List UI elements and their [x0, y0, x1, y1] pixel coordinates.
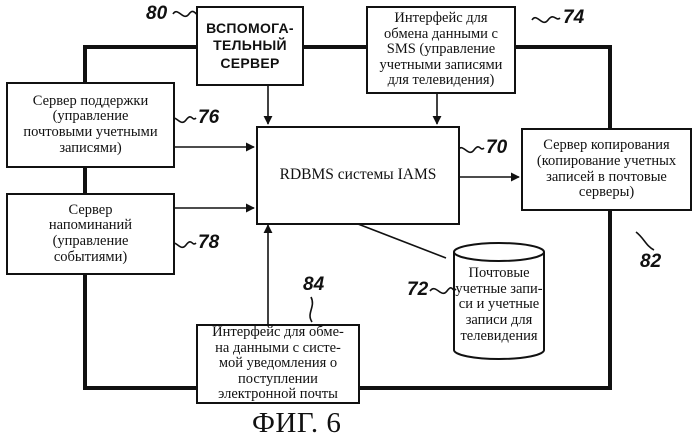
reminder-server-line-4: событиями)	[54, 250, 127, 266]
ref-74: 74	[563, 7, 584, 29]
rdbms-label: RDBMS системы IAMS	[280, 167, 437, 184]
leader-84	[310, 297, 312, 322]
email-interface-line-4: поступлении	[238, 372, 318, 388]
copy-server-line-1: Сервер копирования	[543, 138, 669, 154]
ref-70: 70	[486, 137, 507, 159]
support-server-box: Сервер поддержки (управление почтовыми у…	[6, 82, 175, 168]
database-line-5: телевидения	[454, 329, 544, 345]
support-server-line-2: (управление	[53, 109, 129, 125]
sms-interface-line-4: учетными записями	[380, 58, 503, 74]
sms-interface-box: Интерфейс для обмена данными с SMS (упра…	[366, 6, 516, 94]
email-interface-line-2: на данными с систе-	[215, 341, 341, 357]
ref-72: 72	[407, 279, 428, 301]
support-server-line-3: почтовыми учетными	[23, 125, 157, 141]
leader-72	[430, 288, 456, 294]
reminder-server-line-2: напоминаний	[49, 218, 132, 234]
sms-interface-line-5: для телевидения)	[388, 73, 495, 89]
reminder-server-line-1: Сервер	[69, 203, 113, 219]
email-interface-box: Интерфейс для обме- на данными с систе- …	[196, 324, 360, 404]
ref-76: 76	[198, 107, 219, 129]
support-server-line-4: записями)	[59, 141, 121, 157]
sms-interface-line-1: Интерфейс для	[394, 11, 487, 27]
ref-80: 80	[146, 3, 167, 25]
email-interface-line-1: Интерфейс для обме-	[212, 325, 344, 341]
aux-server-line-3: СЕРВЕР	[220, 55, 279, 73]
copy-server-line-4: серверы)	[579, 185, 634, 201]
aux-server-line-2: ТЕЛЬНЫЙ	[213, 37, 287, 55]
database-line-1: Почтовые	[454, 266, 544, 282]
ref-82: 82	[640, 251, 661, 273]
copy-server-line-2: (копирование учетных	[537, 154, 676, 170]
reminder-server-line-3: (управление	[53, 234, 129, 250]
database-line-4: записи для	[454, 313, 544, 329]
reminder-server-box: Сервер напоминаний (управление событиями…	[6, 193, 175, 275]
email-interface-line-5: электронной почты	[218, 387, 338, 403]
sms-interface-line-2: обмена данными с	[384, 27, 498, 43]
ref-84: 84	[303, 274, 324, 296]
sms-interface-line-3: SMS (управление	[387, 42, 495, 58]
rdbms-box: RDBMS системы IAMS	[256, 126, 460, 225]
ref-78: 78	[198, 232, 219, 254]
figure-caption: ФИГ. 6	[252, 407, 341, 440]
rdbms-db-connector	[358, 224, 446, 258]
database-line-3: си и учетные	[454, 297, 544, 313]
copy-server-line-3: записей в почтовые	[546, 170, 667, 186]
aux-server-box: ВСПОМОГА- ТЕЛЬНЫЙ СЕРВЕР	[196, 6, 304, 86]
leader-82	[636, 232, 654, 250]
leader-70	[458, 147, 484, 153]
email-interface-line-3: мой уведомления о	[219, 356, 337, 372]
database-label: Почтовые учетные запи- си и учетные запи…	[454, 266, 544, 344]
aux-server-line-1: ВСПОМОГА-	[206, 20, 294, 38]
database-line-2: учетные запи-	[454, 282, 544, 298]
support-server-line-1: Сервер поддержки	[33, 94, 148, 110]
copy-server-box: Сервер копирования (копирование учетных …	[521, 128, 692, 211]
leader-74	[532, 17, 560, 23]
